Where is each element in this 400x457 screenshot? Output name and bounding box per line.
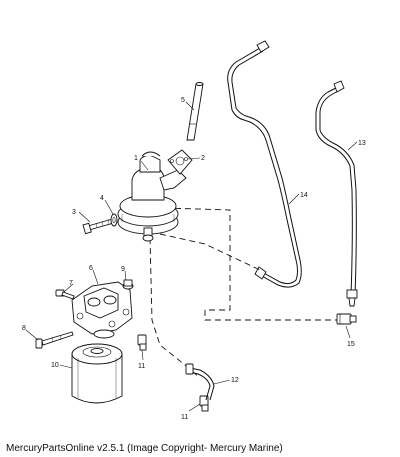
callout-3: 3 [72,209,76,216]
callout-4: 4 [100,195,104,202]
callout-9: 9 [121,266,125,273]
callout-7: 7 [69,280,73,287]
callout-11-upper: 11 [138,363,145,370]
plug-9[interactable] [122,279,134,290]
callout-11-lower: 11 [181,414,188,421]
fuel-line-13[interactable] [315,80,358,307]
push-rod-5[interactable] [186,82,204,141]
callout-5: 5 [181,97,185,104]
copyright-caption: MercuryPartsOnline v2.5.1 (Image Copyrig… [6,443,283,454]
routing-lines [149,207,337,379]
fuel-line-12[interactable] [185,363,215,401]
fuel-line-14[interactable] [227,40,302,288]
callout-6: 6 [89,265,93,272]
screw-3[interactable] [82,217,118,235]
callout-10: 10 [51,362,59,369]
callout-2: 2 [201,155,205,162]
gasket-2[interactable] [167,149,193,175]
fitting-15[interactable] [336,313,357,325]
callout-13: 13 [358,140,366,147]
callout-15: 15 [347,341,355,348]
callout-labels: 1 2 3 4 5 6 7 8 9 10 11 11 12 13 14 15 [22,97,366,421]
callout-14: 14 [300,192,308,199]
fuel-pump-1[interactable] [117,151,187,242]
fuel-filter-10[interactable] [71,343,123,404]
fitting-11-upper[interactable] [137,334,147,351]
callout-1: 1 [134,155,138,162]
leader-lines [25,101,358,412]
callout-12: 12 [231,377,239,384]
screw-7[interactable] [55,289,75,300]
parts-diagram: 1 2 3 4 5 6 7 8 9 10 11 11 12 13 14 15 [22,40,366,421]
filter-head-6[interactable] [71,281,133,339]
screw-8[interactable] [35,331,74,349]
washer-4[interactable] [110,213,118,227]
callout-8: 8 [22,325,26,332]
